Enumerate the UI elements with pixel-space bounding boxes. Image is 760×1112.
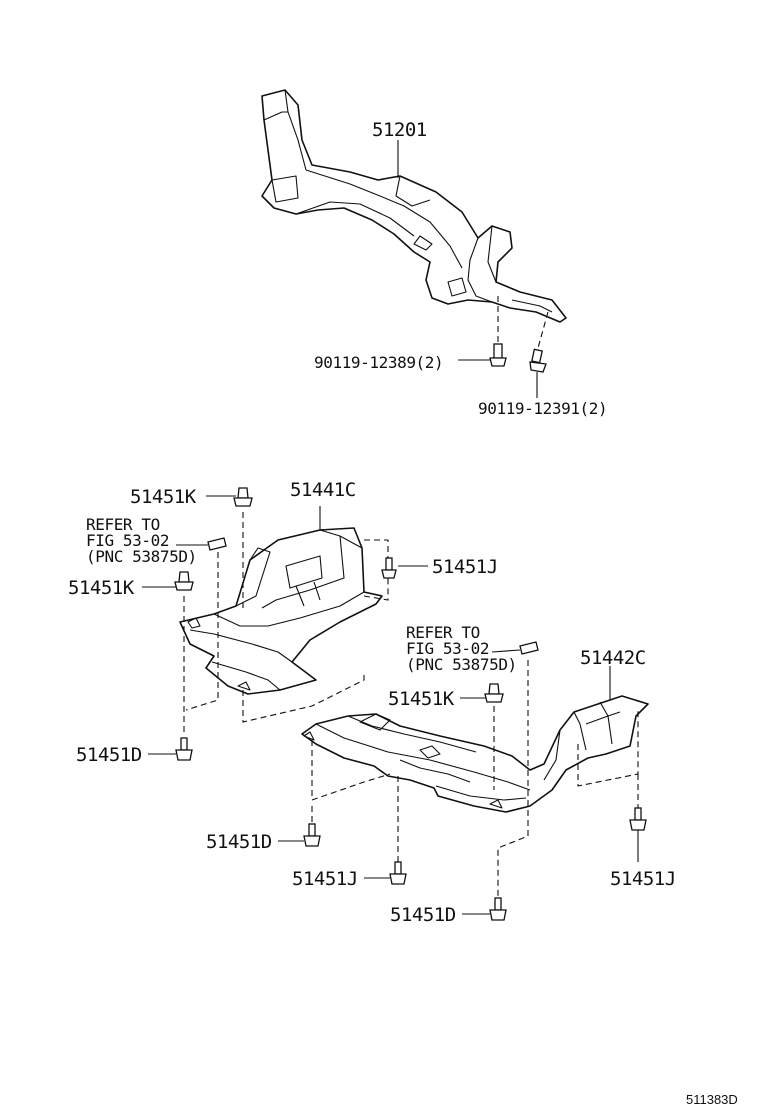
bolt-51451d-left-icon: [175, 737, 193, 761]
bolt-90119-12391-icon: [529, 348, 547, 373]
label-90119-12389: 90119-12389(2): [314, 353, 443, 372]
label-51451d-left: 51451D: [76, 744, 142, 766]
refer-note-line3: (PNC 53875D): [86, 547, 197, 566]
fasteners: [142, 487, 647, 921]
label-51451d-bottom: 51451D: [390, 904, 456, 926]
front-cover-part: [179, 506, 383, 695]
label-51451k-mid: 51451K: [388, 688, 455, 710]
label-51451j-right: 51451J: [610, 868, 676, 890]
label-51451j-bottom: 51451J: [292, 868, 358, 890]
clip-53875d-rear-icon: [519, 641, 539, 655]
refer-note-line2: FIG 53-02: [86, 531, 169, 550]
crossmember-part: [261, 89, 567, 323]
bolt-51451j-right-icon: [629, 807, 647, 831]
clip-51451k-icon: [233, 487, 253, 507]
label-51441c: 51441C: [290, 479, 356, 501]
bolt-51451d-bottom-icon: [489, 897, 507, 921]
bolt-51451j-upper-icon: [381, 557, 397, 579]
label-51451j-upper: 51451J: [432, 556, 498, 578]
label-51451d-mid: 51451D: [206, 831, 272, 853]
clip-53875d-icon: [207, 537, 227, 551]
diagram-id: 511383D: [686, 1092, 738, 1107]
refer-note-rear-line3: (PNC 53875D): [406, 655, 517, 674]
label-51451k-top: 51451K: [130, 486, 197, 508]
crossmember-bolts: [458, 296, 549, 398]
refer-note-rear-line2: FIG 53-02: [406, 639, 489, 658]
label-51451k-left: 51451K: [68, 577, 135, 599]
front-cover-guides: [183, 512, 389, 736]
refer-note-rear-line1: REFER TO: [406, 623, 480, 642]
label-51201: 51201: [372, 119, 427, 141]
label-51442c: 51442C: [580, 647, 646, 669]
bolt-51451j-bottom-icon: [389, 861, 407, 885]
rear-cover-guides: [311, 660, 639, 898]
bolt-51451d-mid-icon: [303, 823, 321, 847]
clip-51451k-left-icon: [174, 571, 194, 591]
label-90119-12391: 90119-12391(2): [478, 399, 607, 418]
bolt-90119-12389-icon: [489, 343, 507, 367]
clip-51451k-mid-icon: [484, 683, 504, 703]
rear-cover-part: [301, 666, 649, 813]
refer-note-line1: REFER TO: [86, 515, 160, 534]
